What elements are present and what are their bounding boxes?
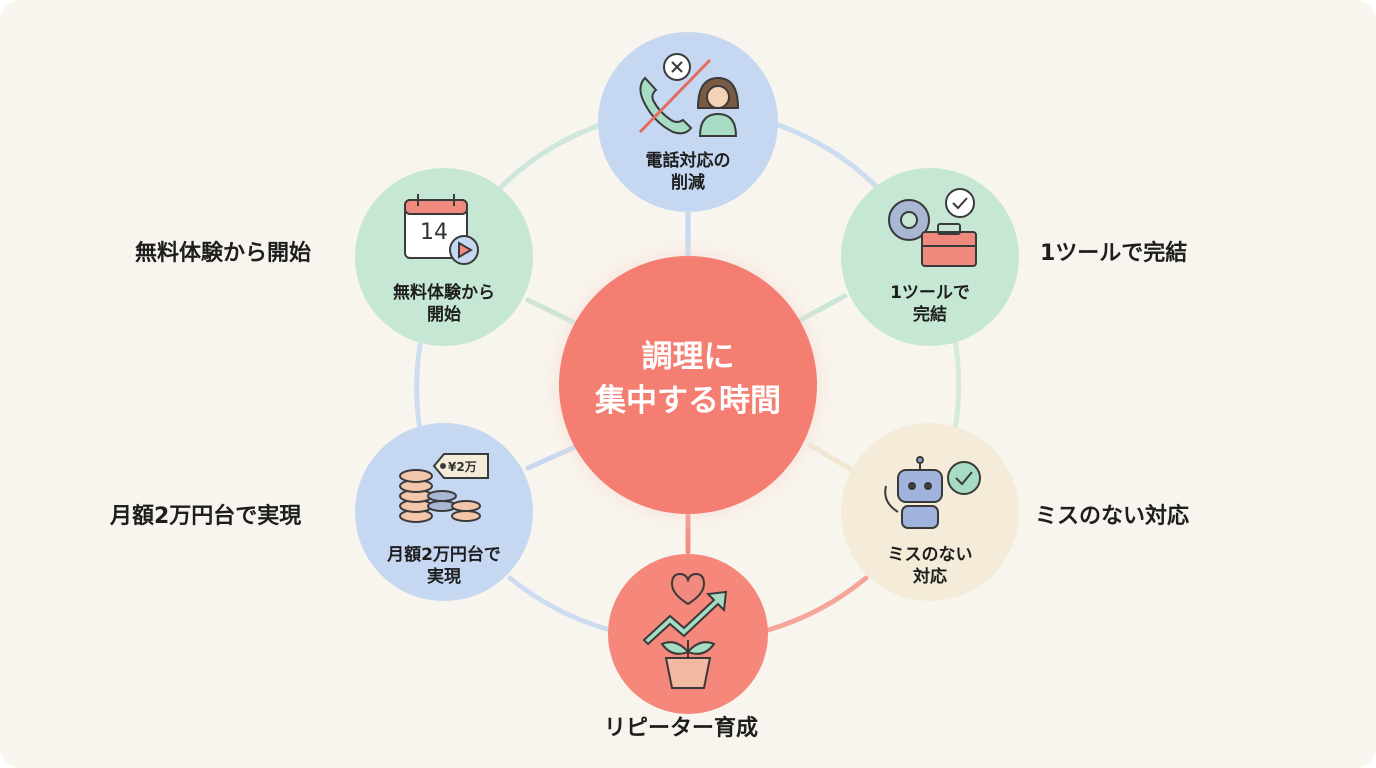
node-label-phone-line1: 電話対応の (645, 151, 731, 171)
center-label-line1: 調理に (641, 339, 735, 375)
node-label-calendar-line1: 無料体験から (393, 283, 495, 303)
phone-crossed-icon (638, 58, 712, 135)
rising-arrow-icon (642, 590, 728, 646)
ring-arc-growth-coins (507, 575, 613, 633)
robot-icon (884, 456, 943, 529)
ring-arc-tool-robot (952, 337, 962, 433)
ring-arc-robot-growth (765, 575, 869, 633)
side-label-robot: ミスのない対応 (1035, 504, 1190, 529)
node-label-robot-line2: 対応 (913, 567, 947, 587)
check-icon (945, 188, 975, 218)
center-circle (559, 256, 817, 514)
plant-pot-icon (660, 640, 716, 689)
coin-stack-icon (399, 469, 481, 523)
price-tag-text: ¥2万 (448, 460, 477, 474)
robot-check-icon (947, 461, 981, 495)
node-circle-phone (598, 32, 778, 212)
node-label-calendar-line2: 開始 (427, 305, 461, 325)
calendar-day-number: 14 (420, 220, 448, 245)
node-label-tool: 1ツールで 完結 (845, 282, 1015, 326)
node-label-phone: 電話対応の 削減 (603, 150, 773, 194)
node-label-coins: 月額2万円台で 実現 (359, 544, 529, 588)
node-circle-growth (608, 554, 768, 714)
center-label: 調理に 集中する時間 (548, 335, 828, 423)
node-label-phone-line2: 削減 (671, 173, 705, 193)
heart-icon (670, 572, 706, 606)
ring-arc-phone-calendar (495, 122, 603, 193)
outer-ring (414, 122, 962, 633)
node-label-robot: ミスのない 対応 (845, 544, 1015, 588)
gear-icon (888, 199, 930, 241)
node-label-calendar: 無料体験から 開始 (359, 282, 529, 326)
node-label-tool-line1: 1ツールで (890, 283, 970, 303)
node-label-robot-line1: ミスのない (887, 545, 973, 565)
side-label-growth: リピーター育成 (604, 716, 759, 741)
speech-x-icon (663, 53, 691, 81)
node-label-tool-line2: 完結 (913, 305, 947, 325)
ring-arc-coins-calendar (414, 342, 423, 433)
side-label-calendar: 無料体験から開始 (135, 241, 312, 266)
toolbox-icon (921, 223, 977, 267)
play-icon (449, 235, 479, 265)
woman-operator-icon (696, 76, 740, 137)
price-tag-icon (432, 453, 489, 479)
side-label-tool: 1ツールで完結 (1040, 241, 1188, 266)
node-label-coins-line2: 実現 (427, 567, 461, 587)
center-label-line2: 集中する時間 (595, 383, 781, 419)
ring-arc-phone-tool (775, 122, 883, 193)
side-label-coins: 月額2万円台で実現 (110, 504, 302, 529)
node-label-coins-line1: 月額2万円台で (387, 545, 501, 565)
